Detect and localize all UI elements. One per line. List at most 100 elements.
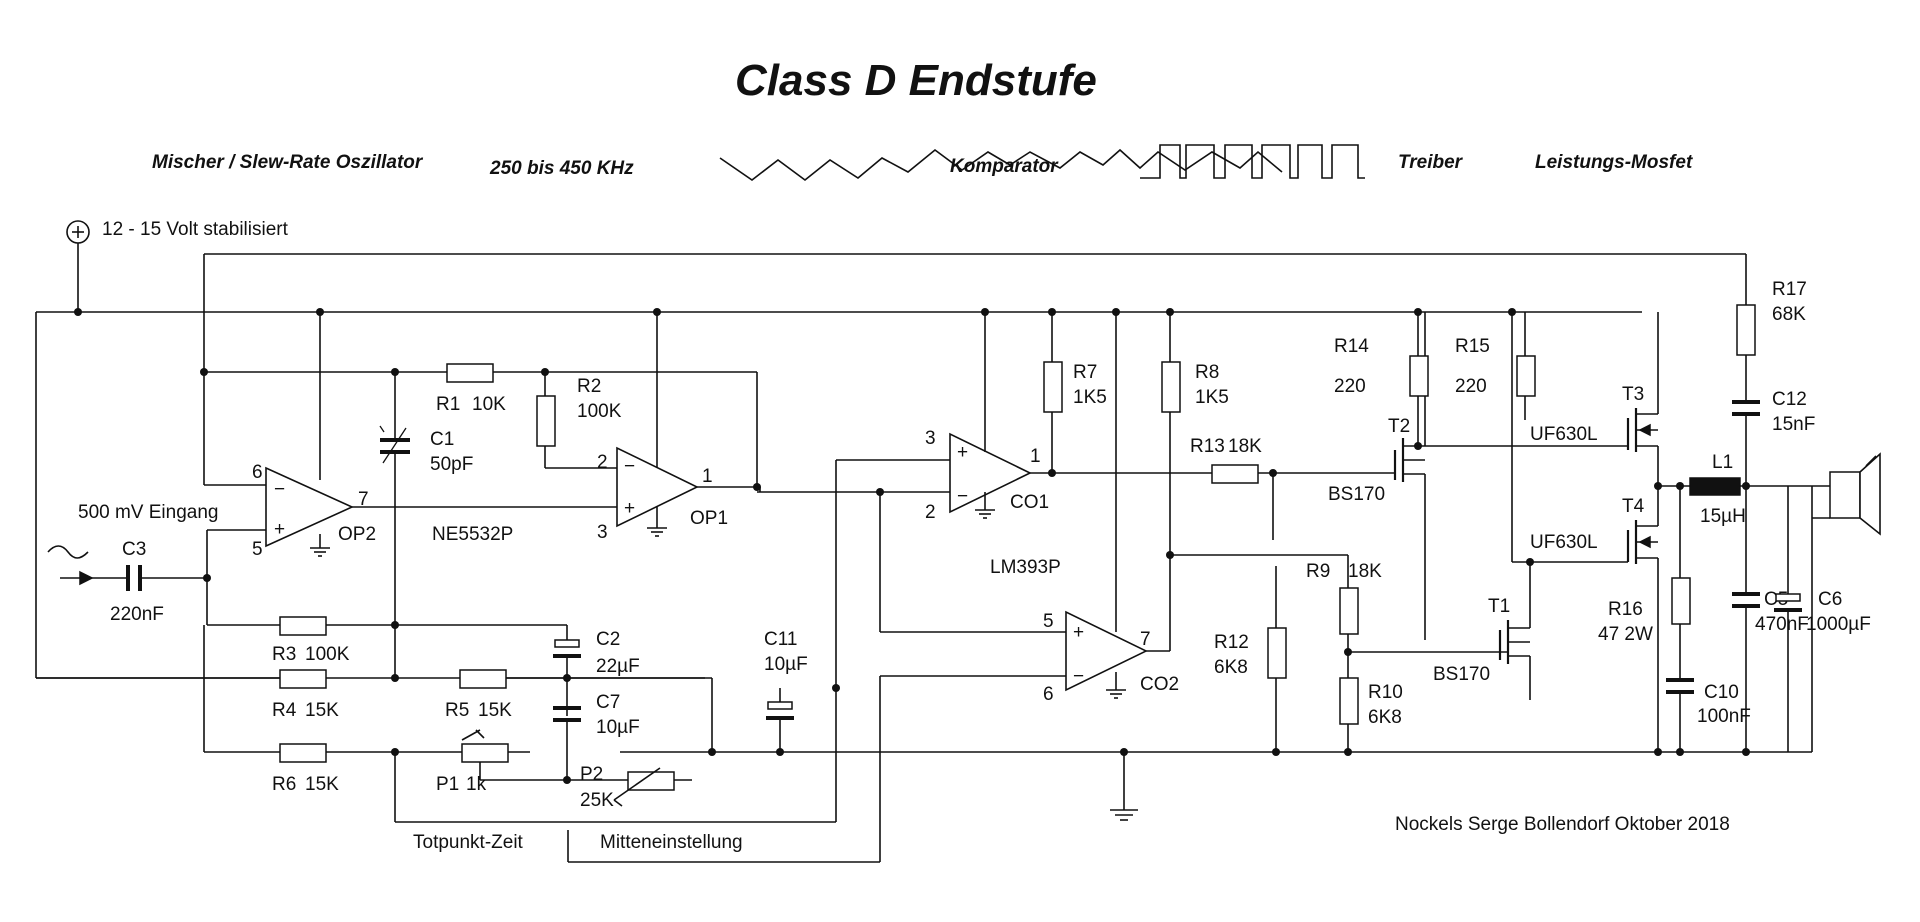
lm393-label: LM393P [990, 557, 1061, 578]
svg-text:−: − [624, 456, 635, 477]
svg-text:7: 7 [1140, 629, 1151, 650]
header-driver: Treiber [1398, 152, 1464, 173]
svg-text:1K5: 1K5 [1195, 387, 1229, 408]
center-label: Mitteneinstellung [600, 832, 743, 853]
header-oscillator: Mischer / Slew-Rate Oszillator [152, 152, 424, 173]
r5-resistor [459, 669, 507, 689]
svg-text:C7: C7 [596, 692, 620, 713]
svg-text:T3: T3 [1622, 384, 1644, 405]
r1-resistor [446, 363, 494, 383]
svg-text:1K5: 1K5 [1073, 387, 1107, 408]
diagram-title: Class D Endstufe [735, 56, 1097, 105]
svg-text:BS170: BS170 [1328, 484, 1385, 505]
svg-text:C12: C12 [1772, 389, 1807, 410]
r2-resistor [536, 395, 556, 447]
svg-text:15K: 15K [305, 700, 339, 721]
svg-text:R1: R1 [436, 394, 460, 415]
svg-text:R2: R2 [577, 376, 601, 397]
header-frequency: 250 bis 450 KHz [489, 158, 634, 179]
input-arrow-icon [79, 570, 94, 586]
r7-resistor [1043, 361, 1063, 413]
op2-label: OP2 [338, 524, 376, 545]
svg-text:25K: 25K [580, 790, 614, 811]
input-label: 500 mV Eingang [78, 502, 219, 523]
svg-text:220: 220 [1334, 376, 1366, 397]
svg-text:1000µF: 1000µF [1806, 614, 1871, 635]
svg-text:10K: 10K [472, 394, 506, 415]
svg-text:BS170: BS170 [1433, 664, 1490, 685]
r14-resistor [1409, 355, 1429, 397]
svg-text:T4: T4 [1622, 496, 1645, 517]
svg-text:R9: R9 [1306, 561, 1330, 582]
c6-capacitor [1775, 593, 1801, 602]
svg-text:100K: 100K [577, 401, 622, 422]
svg-text:47 2W: 47 2W [1598, 624, 1653, 645]
svg-text:+: + [624, 498, 635, 519]
svg-text:6: 6 [252, 462, 263, 483]
svg-text:22µF: 22µF [596, 656, 640, 677]
svg-text:2: 2 [597, 452, 608, 473]
supply-label: 12 - 15 Volt stabilisiert [102, 219, 289, 240]
svg-text:R14: R14 [1334, 336, 1369, 357]
svg-text:R7: R7 [1073, 362, 1097, 383]
svg-text:UF630L: UF630L [1530, 532, 1598, 553]
signature: Nockels Serge Bollendorf Oktober 2018 [1395, 814, 1730, 835]
svg-text:R17: R17 [1772, 279, 1807, 300]
svg-text:R10: R10 [1368, 682, 1403, 703]
r4-resistor [279, 669, 327, 689]
svg-text:6K8: 6K8 [1368, 707, 1402, 728]
svg-text:15K: 15K [305, 774, 339, 795]
svg-text:1: 1 [1030, 446, 1041, 467]
header-comparator: Komparator [950, 156, 1059, 177]
svg-text:+: + [957, 442, 968, 463]
svg-text:+: + [274, 519, 285, 540]
svg-text:6K8: 6K8 [1214, 657, 1248, 678]
svg-text:−: − [957, 486, 968, 507]
r8-resistor [1161, 361, 1181, 413]
svg-text:6: 6 [1043, 684, 1054, 705]
deadtime-label: Totpunkt-Zeit [413, 832, 524, 853]
r17-resistor [1736, 304, 1756, 356]
r16-resistor [1671, 577, 1691, 625]
r3-resistor [279, 616, 327, 636]
r6-resistor [279, 743, 327, 763]
c2-capacitor [554, 639, 580, 648]
header-mosfet: Leistungs-Mosfet [1535, 152, 1693, 173]
svg-text:C11: C11 [764, 629, 797, 650]
svg-text:3: 3 [925, 428, 936, 449]
op1-label: OP1 [690, 508, 728, 529]
svg-text:15nF: 15nF [1772, 414, 1815, 435]
svg-text:UF630L: UF630L [1530, 424, 1598, 445]
svg-text:100K: 100K [305, 644, 350, 665]
svg-text:100nF: 100nF [1697, 706, 1751, 727]
svg-text:T2: T2 [1388, 416, 1410, 437]
svg-text:220: 220 [1455, 376, 1487, 397]
r15-resistor [1516, 355, 1536, 397]
svg-text:C6: C6 [1818, 589, 1842, 610]
svg-text:18K: 18K [1228, 436, 1262, 457]
r13-resistor [1211, 464, 1259, 484]
p2-potentiometer [627, 771, 675, 791]
svg-text:R5: R5 [445, 700, 469, 721]
svg-text:15µH: 15µH [1700, 506, 1746, 527]
svg-text:−: − [274, 479, 285, 500]
svg-text:R12: R12 [1214, 632, 1249, 653]
svg-text:P1: P1 [436, 774, 459, 795]
svg-text:R3: R3 [272, 644, 296, 665]
svg-text:C1: C1 [430, 429, 454, 450]
svg-text:5: 5 [252, 539, 263, 560]
c11-capacitor [767, 701, 793, 710]
svg-text:2: 2 [925, 502, 936, 523]
c1-trimmer-icon [382, 427, 407, 464]
co1-label: CO1 [1010, 492, 1049, 513]
co1-comparator [949, 432, 1032, 514]
svg-text:C3: C3 [122, 539, 146, 560]
svg-text:P2: P2 [580, 764, 603, 785]
svg-text:R15: R15 [1455, 336, 1490, 357]
svg-text:50pF: 50pF [430, 454, 473, 475]
speaker-icon [1829, 471, 1861, 519]
svg-text:C10: C10 [1704, 682, 1739, 703]
triangle-waveform [719, 148, 1283, 182]
svg-text:5: 5 [1043, 611, 1054, 632]
svg-text:−: − [1073, 666, 1084, 687]
